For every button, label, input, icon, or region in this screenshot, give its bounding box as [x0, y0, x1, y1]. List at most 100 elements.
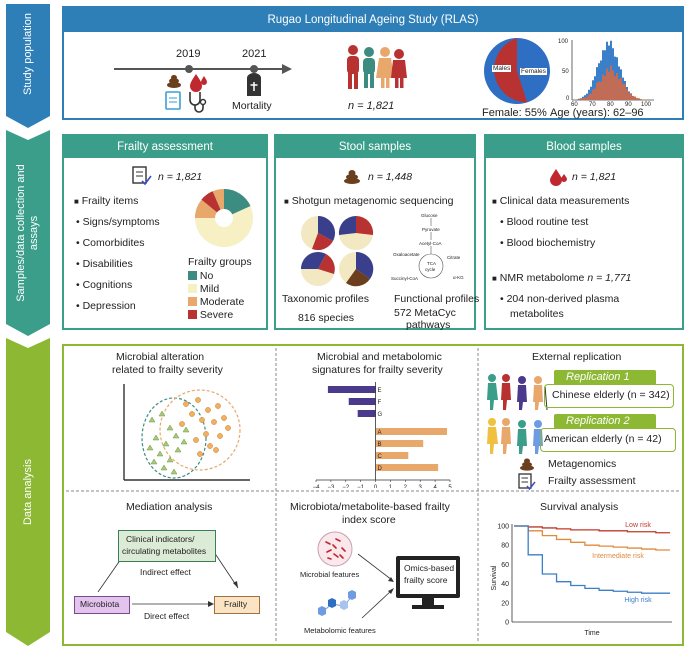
frailty-item-label: Comorbidites	[82, 237, 145, 249]
frailty-item: • Depression	[76, 300, 136, 312]
clinical-box-line1: Clinical indicators/	[126, 534, 195, 544]
frailty-item-label: Signs/symptoms	[82, 216, 160, 228]
scatter-point-severe	[193, 437, 199, 443]
beta-bar-C	[375, 452, 409, 459]
pathway-succinyl: Succinyl-CoA	[391, 276, 419, 281]
metagenomics-label: Metagenomics	[548, 458, 617, 470]
beta-bar-G	[357, 410, 376, 417]
scatter-point-mild	[170, 468, 178, 475]
beta-x-tick: 4	[433, 485, 437, 488]
beta-x-tick: 0	[374, 485, 378, 488]
clinical-box-line2: circulating metabolites	[122, 546, 207, 556]
survival-y-label: Survival	[491, 565, 498, 590]
survival-line	[514, 525, 670, 594]
metab-label: 204 non-derived plasma	[506, 293, 620, 305]
scatter-point-mild	[152, 434, 160, 441]
pathway-glucose: Glucose	[421, 213, 438, 218]
c5-title: Microbiota/metabolite-based frailty	[290, 501, 450, 513]
c1-title: Microbial alteration	[116, 351, 205, 363]
stool-n: n = 1,448	[368, 171, 413, 183]
scatter-point-severe	[195, 397, 201, 403]
stool-icon	[344, 170, 360, 184]
blood-sub-item: • Blood biochemistry	[500, 237, 596, 249]
frailty-item: • Disabilities	[76, 258, 133, 270]
blood-sub-item: • Blood routine test	[500, 216, 589, 228]
frailty-items-label: Frailty items	[81, 195, 139, 207]
stool-icon	[167, 75, 181, 88]
chevron-study-population: Study population	[6, 4, 50, 128]
blood-title: Blood samples	[486, 136, 682, 158]
mortality-label: Mortality	[232, 100, 272, 112]
hist-xtick: 100	[641, 102, 652, 108]
elderly-chinese-icon	[487, 374, 548, 411]
blood-n: n = 1,821	[572, 171, 617, 183]
microbe-dish-icon	[317, 531, 353, 567]
hist-xtick: 90	[625, 102, 632, 108]
beta-x-tick: 2	[404, 485, 408, 488]
scatter-point-severe	[197, 451, 203, 457]
hist-xtick: 80	[607, 102, 614, 108]
frailty-item-label: Disabilities	[82, 258, 133, 270]
beta-bar-D	[375, 464, 439, 471]
beta-x-tick: −4	[313, 485, 321, 488]
survival-series-label: Low risk	[625, 522, 651, 529]
blood-drop-icon	[190, 74, 207, 92]
checklist-icon	[132, 166, 152, 186]
scatter-point-mild	[166, 456, 174, 463]
chevron-label: Samples/data collection and assays	[15, 164, 40, 302]
scatter-point-severe	[215, 403, 221, 409]
frailty-donut-chart	[195, 188, 253, 247]
clinical-item: ■ Clinical data measurements	[492, 195, 630, 207]
checklist-icon	[518, 473, 536, 491]
year-2021: 2021	[242, 48, 267, 60]
direct-effect-label: Direct effect	[144, 611, 190, 621]
c2-title: Microbial and metabolomic	[317, 351, 442, 363]
beta-x-tick: −3	[327, 485, 335, 488]
stethoscope-icon	[189, 92, 207, 113]
functional-label: Functional profiles	[394, 293, 480, 305]
scatter-point-mild	[146, 444, 154, 451]
survival-y-tick: 40	[501, 581, 509, 588]
frailty-groups-title: Frailty groups	[188, 256, 252, 268]
beta-bar-E	[327, 386, 376, 393]
functional-count: 572 MetaCyc	[394, 307, 456, 319]
microbiota-label: Microbiota	[80, 599, 120, 609]
timeline	[114, 64, 292, 113]
survival-y-tick: 20	[501, 600, 509, 607]
scatter-point-mild	[158, 410, 166, 417]
legend-severe: Severe	[188, 309, 233, 321]
female-percent: Female: 55%	[482, 107, 547, 119]
beta-bar-label: G	[378, 412, 383, 418]
nmr-item: ■ NMR metabolome n = 1,771	[492, 272, 632, 284]
shotgun-item: ■ Shotgun metagenomic sequencing	[284, 195, 454, 207]
year-2019: 2019	[176, 48, 201, 60]
scatter-point-mild	[156, 450, 164, 457]
frailty-assessment-panel: Frailty assessment n = 1,821 ■ Frailty i…	[62, 134, 268, 330]
stool-title: Stool samples	[276, 136, 474, 158]
blood-samples-panel: Blood samples n = 1,821 ■ Clinical data …	[484, 134, 684, 330]
shotgun-label: Shotgun metagenomic sequencing	[291, 195, 454, 207]
frailty-n: n = 1,821	[158, 171, 203, 183]
scatter-point-mild	[162, 440, 170, 447]
pathway-akg: α-KG	[453, 275, 464, 280]
clipboard-icon	[165, 91, 181, 110]
taxonomic-count: 816 species	[298, 312, 355, 324]
frailty-item-main: ■ Frailty items	[74, 195, 139, 207]
molecule-icon	[318, 590, 356, 616]
hist-ytick: 0	[566, 96, 570, 102]
scatter-point-mild	[160, 464, 168, 471]
pathway-pyruvate: Pyruvate	[422, 227, 440, 232]
stool-icon	[520, 458, 534, 471]
beta-x-tick: 1	[389, 485, 393, 488]
scatter-point-mild	[172, 432, 180, 439]
frailty-title: Frailty assessment	[64, 136, 266, 158]
scatter-point-mild	[174, 446, 182, 453]
scatter-point-severe	[213, 447, 219, 453]
study-population-panel: Rugao Longitudinal Ageing Study (RLAS) 2…	[62, 6, 684, 120]
scatter-point-severe	[179, 421, 185, 427]
survival-y-tick: 0	[505, 620, 509, 627]
c6-title: Survival analysis	[540, 501, 619, 513]
age-range: Age (years): 62–96	[550, 107, 644, 119]
microbial-features-label: Microbial features	[300, 570, 360, 579]
frailty-item: • Cognitions	[76, 279, 133, 291]
